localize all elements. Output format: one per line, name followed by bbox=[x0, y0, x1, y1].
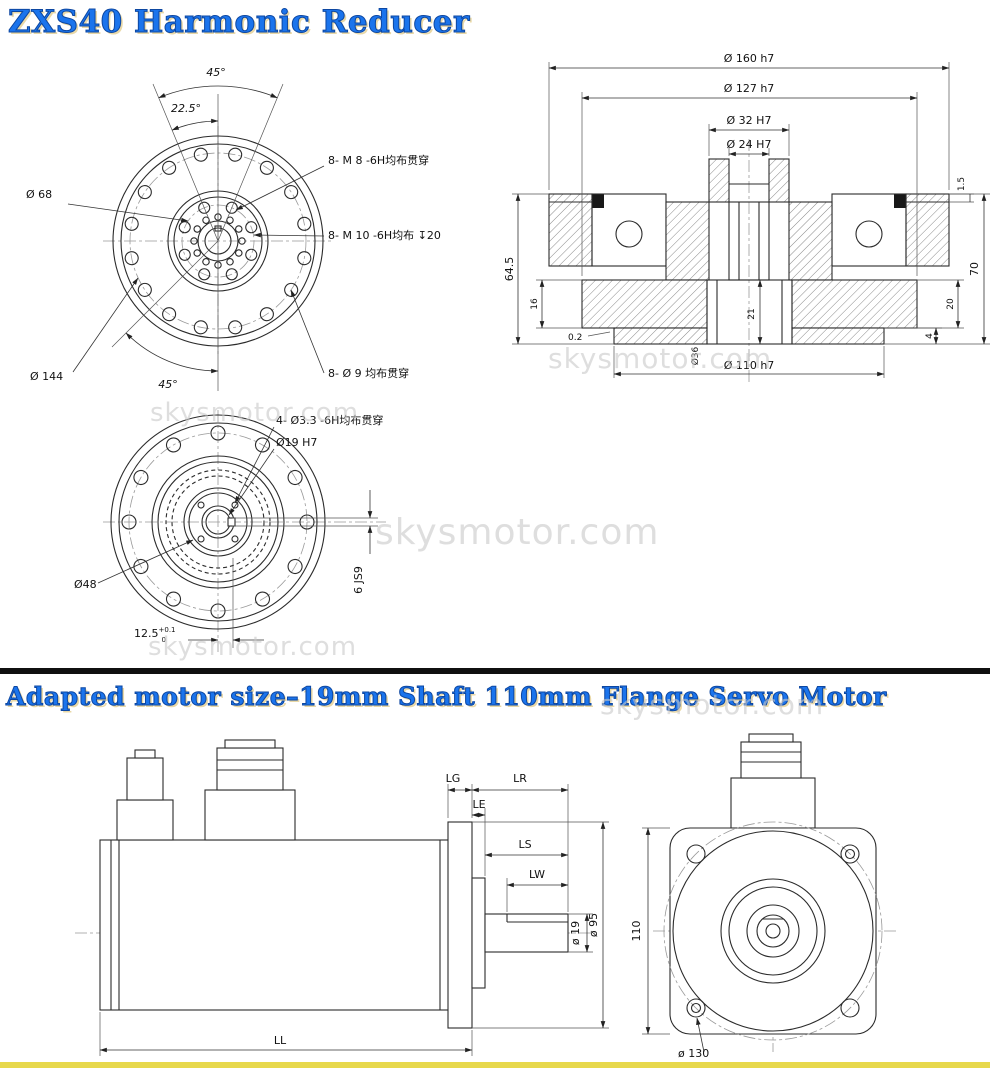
reducer-section-view-drawing: Ø 160 h7 Ø 127 h7 Ø 32 H7 Ø 24 H7 1.5 70… bbox=[503, 52, 990, 382]
note-dia3-3-holes: 4- Ø3.3 -6H均布贯穿 bbox=[276, 413, 383, 427]
watermark: skysmotor.com bbox=[150, 398, 360, 428]
motor-front-dim-lines bbox=[645, 827, 705, 1053]
dim-ll: LL bbox=[274, 1034, 287, 1047]
page-title-reducer: ZXS40 Harmonic Reducer bbox=[8, 4, 470, 41]
dim-1-5: 1.5 bbox=[957, 177, 967, 191]
dim-70: 70 bbox=[968, 262, 981, 276]
watermark: skysmotor.com bbox=[148, 632, 358, 662]
dim-dia-32: Ø 32 H7 bbox=[727, 114, 772, 127]
bottom-accent-bar bbox=[0, 1062, 990, 1068]
dim-lr: LR bbox=[513, 772, 527, 785]
dim-dia-110: Ø 110 h7 bbox=[724, 359, 775, 372]
motor-side-dim-lines bbox=[99, 787, 606, 1053]
dim-dia-68: Ø 68 bbox=[26, 188, 52, 201]
dim-dia-48: Ø48 bbox=[74, 578, 97, 591]
dim-lg: LG bbox=[446, 772, 461, 785]
reducer-front-leaders bbox=[67, 165, 325, 374]
dim-key-6js9: 6 JS9 bbox=[352, 566, 365, 594]
dim-0-2: 0.2 bbox=[568, 333, 582, 343]
dim-4: 4 bbox=[925, 333, 935, 339]
dim-dia-24: Ø 24 H7 bbox=[727, 138, 772, 151]
dim-angle-45-top: 45° bbox=[206, 66, 226, 79]
motor-front-body bbox=[663, 733, 883, 1041]
reducer-front-view-drawing: 45° 22.5° 45° Ø 68 Ø 144 8- M 8 -6H均布贯穿 … bbox=[26, 66, 441, 391]
watermark: skysmotor.com bbox=[548, 342, 773, 375]
reducer-output-dims bbox=[97, 426, 378, 648]
page-title-motor: Adapted motor size–19mm Shaft 110mm Flan… bbox=[6, 682, 887, 712]
dim-angle-45-bottom: 45° bbox=[158, 378, 178, 391]
note-dia9-holes: 8- Ø 9 均布贯穿 bbox=[328, 366, 409, 380]
motor-side-body bbox=[99, 739, 569, 1029]
dim-le: LE bbox=[472, 798, 485, 811]
dim-angle-22-5: 22.5° bbox=[171, 102, 201, 115]
dim-lw: LW bbox=[529, 868, 545, 881]
motor-front-view-drawing: 110 ø 130 bbox=[630, 733, 896, 1060]
note-m8-holes: 8- M 8 -6H均布贯穿 bbox=[328, 153, 429, 167]
dim-dia-19-h7: Ø19 H7 bbox=[276, 436, 317, 449]
reducer-section-dim-lines bbox=[515, 65, 987, 377]
dim-64-5: 64.5 bbox=[503, 257, 516, 282]
dim-110: 110 bbox=[630, 921, 643, 942]
dim-16: 16 bbox=[530, 298, 540, 310]
note-m10-holes: 8- M 10 -6H均布 ↧20 bbox=[328, 229, 441, 242]
watermark: skysmotor.com bbox=[375, 512, 660, 553]
motor-side-view-drawing: LG LR LE LS LW ø 19 ø 95 LL bbox=[75, 739, 609, 1056]
reducer-output-body bbox=[110, 414, 326, 630]
dim-dia-127: Ø 127 h7 bbox=[724, 82, 775, 95]
dim-dia-36: Ø36 bbox=[690, 346, 701, 365]
reducer-section-body bbox=[548, 158, 950, 345]
dim-ls: LS bbox=[518, 838, 531, 851]
dim-21: 21 bbox=[747, 308, 757, 319]
dim-20: 20 bbox=[946, 298, 956, 310]
dim-dia-160: Ø 160 h7 bbox=[724, 52, 775, 65]
reducer-front-angle-dims bbox=[111, 83, 284, 391]
dim-dia-130: ø 130 bbox=[678, 1047, 709, 1060]
dim-dia-95: ø 95 bbox=[587, 913, 600, 937]
section-divider bbox=[0, 668, 990, 674]
dim-dia-144: Ø 144 bbox=[30, 370, 63, 383]
watermark: skysmotor.com bbox=[600, 688, 825, 721]
dim-dia-19-shaft: ø 19 bbox=[569, 921, 582, 945]
